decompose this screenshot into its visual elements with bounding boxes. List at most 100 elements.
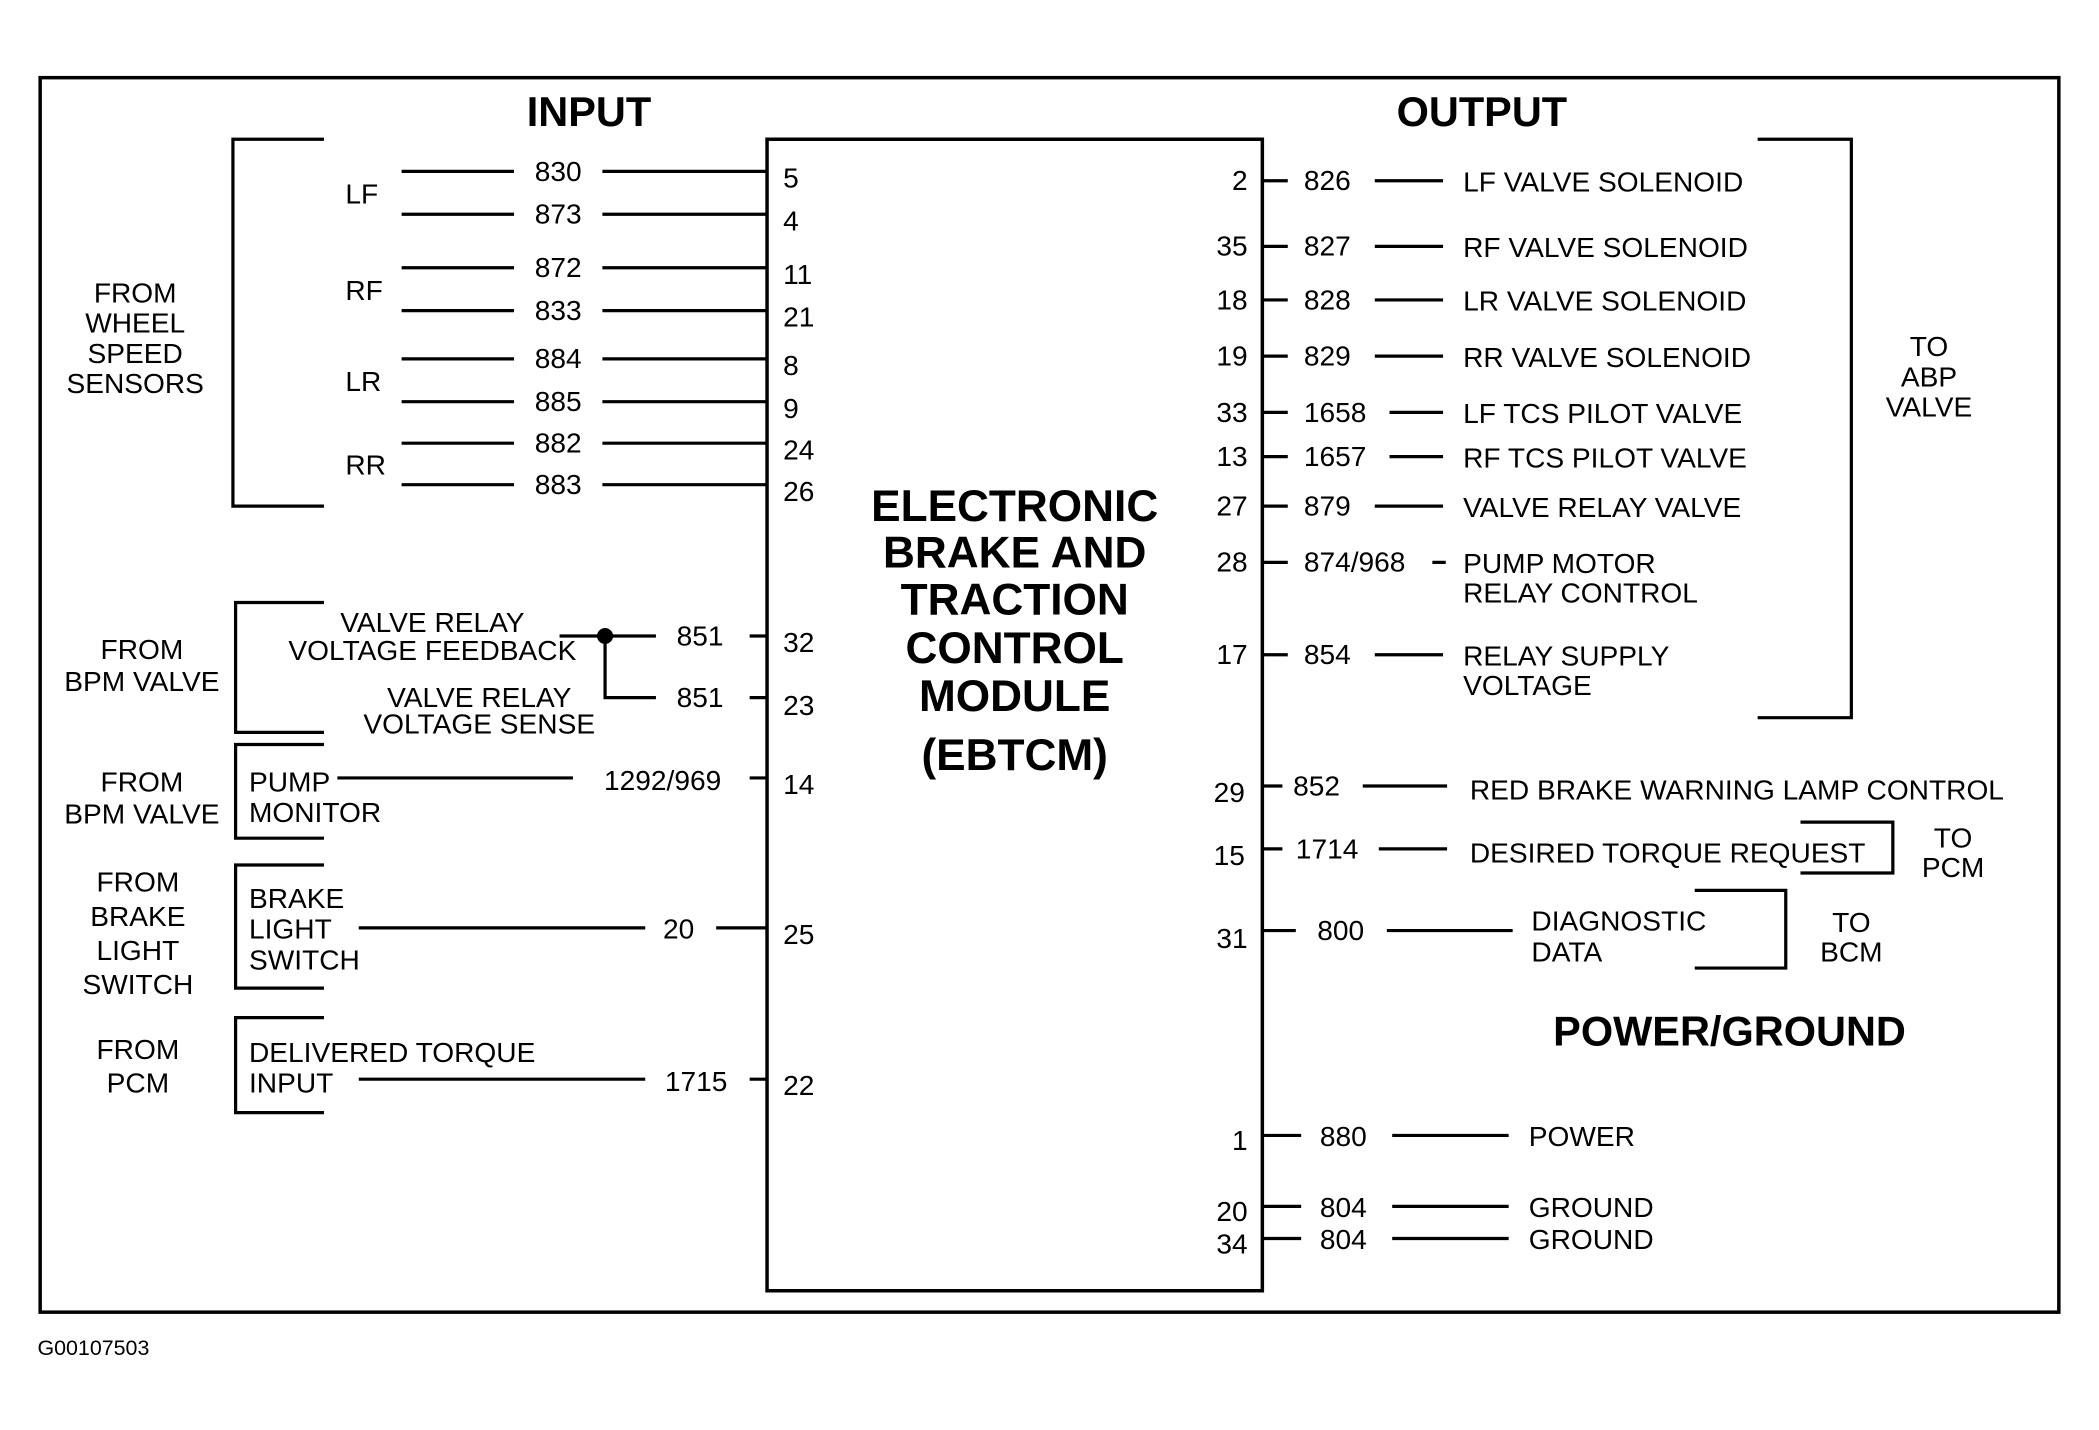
source-label: PCM <box>107 1068 169 1099</box>
output-label: LF VALVE SOLENOID <box>1463 166 1743 197</box>
pin-number: 5 <box>783 162 799 193</box>
destination-label: ABP <box>1901 361 1957 392</box>
destination-label: TO <box>1934 823 1973 854</box>
destination-label: TO <box>1832 907 1871 938</box>
source-label: SPEED <box>88 338 183 369</box>
pin-number: 24 <box>783 434 814 465</box>
circuit-number: 1658 <box>1304 397 1367 428</box>
circuit-number: 872 <box>535 252 582 283</box>
circuit-number: 854 <box>1304 639 1351 670</box>
sensor-label: LF <box>345 179 378 210</box>
module-box <box>765 137 1265 1293</box>
pin-number: 14 <box>783 769 814 800</box>
output-label: LR VALVE SOLENOID <box>1463 286 1746 317</box>
sensor-label: RF <box>345 275 382 306</box>
circuit-number: 851 <box>677 682 724 713</box>
source-label: FROM <box>97 1034 180 1065</box>
circuit-number: 882 <box>535 428 582 459</box>
pin-number: 29 <box>1214 777 1245 808</box>
pin-number: 22 <box>783 1070 814 1101</box>
circuit-number: 851 <box>677 620 724 651</box>
circuit-number: 873 <box>535 199 582 230</box>
circuit-number: 879 <box>1304 490 1351 521</box>
wire-label: PUMP <box>249 766 330 797</box>
pin-number: 20 <box>1216 1196 1247 1227</box>
module-title-line: MODULE <box>919 672 1110 721</box>
output-label: RF VALVE SOLENOID <box>1463 232 1748 263</box>
circuit-number: 833 <box>535 295 582 326</box>
pin-number: 25 <box>783 919 814 950</box>
circuit-number: 874/968 <box>1304 547 1406 578</box>
wire-label: VALVE RELAY <box>387 682 572 713</box>
wire-label: VOLTAGE FEEDBACK <box>288 635 576 666</box>
output-label: RF TCS PILOT VALVE <box>1463 442 1747 473</box>
output-header: OUTPUT <box>1397 88 1568 135</box>
circuit-number: 804 <box>1320 1192 1367 1223</box>
abp-valve-bracket <box>1757 137 1853 720</box>
source-label: WHEEL <box>85 308 185 339</box>
output-label: DIAGNOSTIC <box>1531 906 1706 937</box>
circuit-number: 800 <box>1317 915 1364 946</box>
junction-dot <box>597 627 614 645</box>
module-title-line: ELECTRONIC <box>871 482 1158 531</box>
output-label: VOLTAGE <box>1463 670 1592 701</box>
destination-label: VALVE <box>1886 391 1972 422</box>
input-header: INPUT <box>527 88 651 135</box>
pin-number: 17 <box>1216 639 1247 670</box>
circuit-number: 826 <box>1304 165 1351 196</box>
source-label: FROM <box>101 766 184 797</box>
pin-number: 26 <box>783 476 814 507</box>
pin-number: 18 <box>1216 284 1247 315</box>
pin-number: 9 <box>783 393 799 424</box>
wire-label: BRAKE <box>249 883 344 914</box>
circuit-number: 828 <box>1304 284 1351 315</box>
destination-label: BCM <box>1820 936 1882 967</box>
circuit-number: 884 <box>535 343 582 374</box>
output-label: POWER <box>1529 1121 1635 1152</box>
pin-number: 28 <box>1216 547 1247 578</box>
pin-number: 2 <box>1232 165 1248 196</box>
source-label: FROM <box>94 278 177 309</box>
module-title-line: (EBTCM) <box>921 731 1107 780</box>
bcm-bracket <box>1694 888 1788 970</box>
wire-label: VALVE RELAY <box>340 607 525 638</box>
source-label: SENSORS <box>66 368 203 399</box>
source-label: SWITCH <box>82 969 193 1000</box>
output-label: RELAY CONTROL <box>1463 578 1698 609</box>
wire-label: INPUT <box>249 1068 333 1099</box>
circuit-number: 1292/969 <box>604 765 721 796</box>
brake-switch-bracket <box>233 863 324 990</box>
sensor-label: LR <box>345 366 381 397</box>
pin-number: 15 <box>1214 840 1245 871</box>
pin-number: 4 <box>783 205 799 236</box>
source-label: FROM <box>101 634 184 665</box>
pin-number: 23 <box>783 690 814 721</box>
output-label: PUMP MOTOR <box>1463 548 1656 579</box>
output-label: GROUND <box>1529 1224 1654 1255</box>
pin-number: 33 <box>1216 397 1247 428</box>
destination-label: PCM <box>1922 852 1984 883</box>
module-title-line: TRACTION <box>901 576 1129 625</box>
pin-number: 35 <box>1216 231 1247 262</box>
sensor-label: RR <box>345 450 386 481</box>
source-label: BRAKE <box>90 901 185 932</box>
diagram-frame <box>38 75 2061 1314</box>
pin-number: 1 <box>1232 1125 1248 1156</box>
circuit-number: 804 <box>1320 1224 1367 1255</box>
circuit-number: 1657 <box>1304 441 1367 472</box>
pin-number: 13 <box>1216 441 1247 472</box>
wire-label: VOLTAGE SENSE <box>363 709 595 740</box>
figure-code: G00107503 <box>37 1336 149 1360</box>
circuit-number: 852 <box>1293 770 1340 801</box>
circuit-number: 20 <box>663 914 694 945</box>
pump-monitor-bracket <box>233 742 324 840</box>
output-label: RED BRAKE WARNING LAMP CONTROL <box>1470 774 2004 805</box>
source-label: BPM VALVE <box>64 798 219 829</box>
pin-number: 32 <box>783 627 814 658</box>
destination-label: TO <box>1910 331 1949 362</box>
wire-label: SWITCH <box>249 944 360 975</box>
output-label: VALVE RELAY VALVE <box>1463 492 1741 523</box>
circuit-number: 885 <box>535 386 582 417</box>
